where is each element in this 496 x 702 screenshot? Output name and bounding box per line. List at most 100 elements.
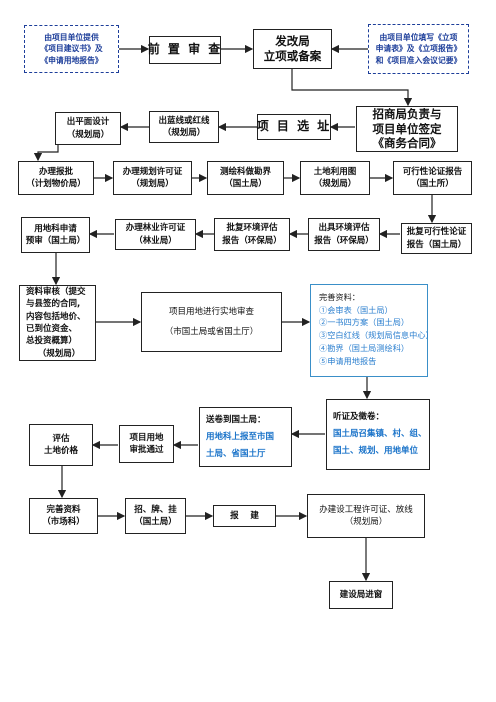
- node-redline: 出蓝线或红线 （规划局）: [149, 111, 219, 143]
- text-line: 办理林业许可证: [125, 223, 186, 234]
- node-complete: 完善资料 （市场科）: [29, 498, 98, 534]
- text-line: 项目单位签定: [372, 121, 442, 136]
- node-landuse: 土地利用图 （规划局）: [300, 161, 370, 195]
- text-line: 《商务合同》: [372, 136, 442, 151]
- node-send: 送卷到国土局： 用地科上报至市国 土局、省国土厅: [199, 407, 292, 467]
- text-line: 招、牌、挂: [134, 504, 177, 515]
- text-line: （规划局）: [37, 348, 81, 359]
- text-line: 土局、省国土厅: [206, 448, 266, 459]
- node-evalprice: 评估 土地价格: [29, 424, 93, 466]
- node-approved: 项目用地 审批通过: [119, 425, 174, 463]
- node-planpermit: 办理规划许可证 （规划局）: [113, 161, 192, 195]
- text-line: （计划物价局）: [26, 179, 86, 189]
- text-line: 《项目建议书》及: [40, 44, 103, 54]
- node-invest: 招商局负责与 项目单位签定 《商务合同》: [356, 106, 458, 152]
- supplement-item: ⑤申请用地报告: [319, 355, 377, 366]
- supplement-item: ①会审表（国土局）: [319, 304, 393, 315]
- text-line: 报 建: [230, 510, 259, 521]
- node-envapprove: 批复环境评估 报告（环保局）: [214, 218, 290, 251]
- supplement-item: ④勘界（国土局测绘科）: [319, 342, 410, 353]
- text-line: （市国土局或省国土厅）: [164, 327, 259, 337]
- text-line: 已到位资金、: [26, 324, 78, 334]
- text-line: 和《项目准入会议记要》: [375, 55, 462, 65]
- supplement-item: ③空白红线（规划局信息中心）: [319, 330, 434, 341]
- node-feasreport: 可行性论证报告 （国土所）: [393, 161, 472, 195]
- text-line: 立项或备案: [263, 49, 322, 63]
- text-line: 出平面设计: [66, 117, 110, 128]
- node-approve: 办理报批 （计划物价局）: [18, 161, 94, 195]
- text-line: （规划局）: [313, 179, 357, 189]
- text-line: 批复可行性论证: [406, 227, 467, 238]
- node-forestry: 办理林业许可证 （林业局）: [115, 219, 196, 250]
- text-line: （国土局）: [134, 517, 177, 527]
- node-hearing: 听证及徵卷： 国土局召集镇、村、组、 国土、规划、用地单位: [326, 399, 430, 470]
- node-prereview: 前 置 审 查: [147, 36, 223, 64]
- text-line: （规划局）: [131, 179, 174, 189]
- text-line: 《申请用地报告》: [40, 55, 103, 65]
- text-line: 申请表》及《立项报告》: [375, 44, 462, 54]
- text-line: 办理规划许可证: [122, 166, 183, 177]
- text-line: 项目用地进行实地审查: [168, 306, 254, 317]
- text-line: 办理报批: [38, 166, 73, 177]
- text-line: （规划局）: [344, 517, 388, 527]
- text-line: （规划局）: [162, 128, 206, 138]
- text-line: 测绘科做勘界: [219, 166, 271, 177]
- supplement-title: 完善资料：: [319, 292, 360, 302]
- text-line: 用地科上报至市国: [206, 431, 275, 442]
- text-line: 由项目单位提供: [44, 33, 99, 43]
- node-envissue: 出具环境评估 报告（环保局）: [308, 218, 380, 251]
- text-line: 报告（环保局）: [222, 235, 282, 246]
- text-line: 建设局进窗: [339, 589, 383, 600]
- node-ndrc: 发改局 立项或备案: [253, 29, 332, 69]
- arrow-ndrc-invest: [291, 69, 413, 107]
- text-line: 报告（国土局）: [406, 239, 467, 250]
- text-line: 出蓝线或红线: [158, 115, 210, 126]
- text-line: 评估: [52, 433, 70, 444]
- text-line: 项 目 选 址: [256, 119, 332, 134]
- node-review: 资料审核（提交 与县签的合同, 内容包括地价、 已到位资金、 总投资概算） （规…: [19, 285, 96, 361]
- text-line: 出具环境评估: [318, 223, 370, 234]
- text-line: 招商局负责与: [372, 106, 442, 121]
- text-line: 土地价格: [43, 446, 78, 456]
- text-line: 内容包括地价、: [26, 311, 86, 322]
- text-line: 土地利用图: [313, 166, 357, 177]
- text-line: 可行性论证报告: [402, 166, 463, 177]
- arrow-plandesign-approve: [33, 145, 59, 162]
- node-landprecheck: 用地科申请 预审（国土局）: [21, 217, 90, 253]
- text-line: 完善资料: [46, 504, 81, 515]
- text-line: 项目用地: [129, 432, 164, 443]
- node-feasapprove: 批复可行性论证 报告（国土局）: [401, 223, 472, 254]
- text-line: 送卷到国土局：: [206, 414, 266, 425]
- text-line: （国土局）: [224, 179, 267, 189]
- text-line: （市场科）: [42, 517, 85, 527]
- text-line: 批复环境评估: [226, 223, 278, 234]
- text-line: 预审（国土局）: [25, 236, 86, 246]
- supplement-item: ②一书四方案（国土局）: [319, 317, 410, 328]
- text-line: （国土所）: [411, 179, 454, 189]
- text-line: 资料审核（提交: [26, 287, 86, 298]
- node-survey: 测绘科做勘界 （国土局）: [207, 161, 284, 195]
- text-line: 听证及徵卷：: [333, 412, 385, 422]
- text-line: 国土、规划、用地单位: [333, 446, 419, 456]
- text-line: （林业局）: [134, 235, 177, 246]
- text-line: （规划局）: [66, 129, 110, 140]
- node-plandesign: 出平面设计 （规划局）: [55, 112, 121, 145]
- text-line: 总投资概算）: [26, 336, 78, 347]
- text-line: 办建设工程许可证、放线: [319, 504, 413, 515]
- text-line: 国土局召集镇、村、组、: [333, 429, 427, 439]
- text-line: 报告（环保局）: [314, 235, 374, 246]
- node-supplement: 完善资料： ①会审表（国土局） ②一书四方案（国土局） ③空白红线（规划局信息中…: [310, 284, 434, 377]
- node-landreview: 项目用地进行实地审查 （市国土局或省国土厅）: [141, 292, 282, 352]
- node-site: 项 目 选 址: [257, 114, 331, 140]
- node-fill-forms: 由项目单位填写《立项 申请表》及《立项报告》 和《项目准入会议记要》: [368, 24, 469, 74]
- node-auction: 招、牌、挂 （国土局）: [125, 498, 186, 534]
- node-build: 报 建: [213, 505, 276, 527]
- node-enter: 建设局进窗: [329, 581, 393, 609]
- text-line: 用地科申请: [34, 223, 77, 234]
- node-proposal: 由项目单位提供 《项目建议书》及 《申请用地报告》: [24, 25, 119, 73]
- text-line: 前 置 审 查: [147, 42, 223, 57]
- text-line: 发改局: [275, 34, 310, 49]
- node-construct: 办建设工程许可证、放线 （规划局）: [307, 494, 425, 538]
